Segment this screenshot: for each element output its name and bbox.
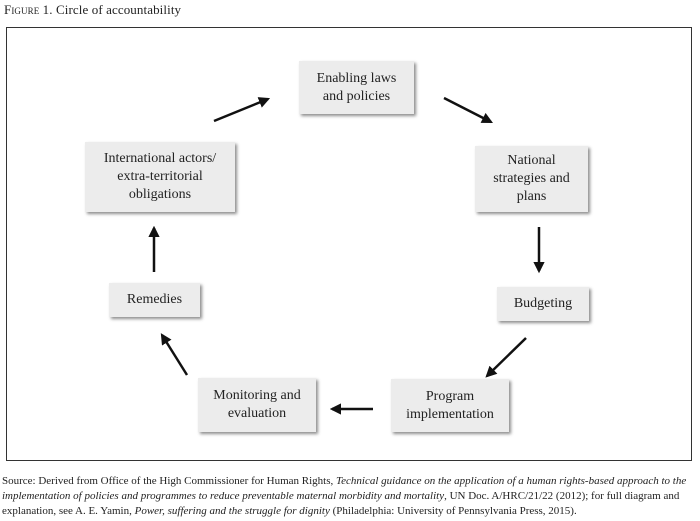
cycle-arrows (148, 96, 545, 415)
node-monitoring-evaluation: Monitoring and evaluation (198, 378, 316, 432)
source-middle: , UN Doc. A/HRC/21/22 (2012); for full d… (2, 490, 680, 517)
node-enabling-laws: Enabling laws and policies (299, 61, 414, 114)
figure-label: Figure 1. (4, 2, 53, 17)
diagram-frame: Enabling laws and policies National stra… (6, 27, 692, 461)
arrow-budgeting-to-program (485, 337, 527, 378)
source-prefix: Source: Derived from Office of the High … (2, 475, 337, 487)
figure-title: Circle of accountability (56, 2, 182, 17)
node-remedies: Remedies (109, 283, 200, 317)
source-note: Source: Derived from Office of the High … (2, 474, 696, 519)
figure-caption: Figure 1. Circle of accountability (4, 2, 181, 18)
node-national-strategies: National strategies and plans (475, 146, 588, 212)
arrow-international-to-enabling (213, 97, 271, 123)
node-budgeting: Budgeting (497, 287, 589, 321)
source-guidance-title: Technical guidance on the application of… (2, 475, 687, 502)
source-suffix: (Philadelphia: University of Pennsylvani… (329, 505, 577, 517)
source-book-title: Power, suffering and the struggle for di… (134, 505, 330, 517)
node-international-actors: International actors/ extra-territorial … (85, 142, 235, 212)
arrow-monitoring-to-remedies (160, 333, 189, 376)
arrow-enabling-to-national (443, 96, 494, 124)
node-program-implementation: Program implementation (391, 379, 509, 432)
